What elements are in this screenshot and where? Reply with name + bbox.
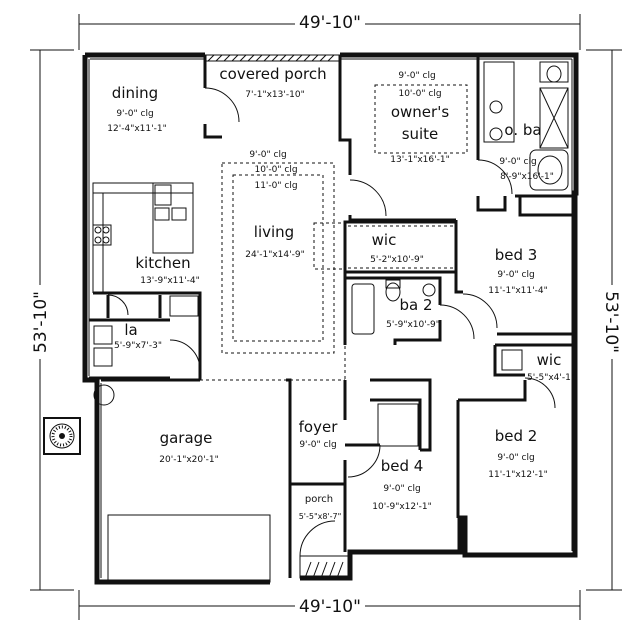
room-ceiling: 9'-0" clg xyxy=(497,453,534,463)
room-ceiling: 9'-0" clg xyxy=(398,71,435,81)
room-dining: dining 9'-0" clg 12'-4"x11'-1" xyxy=(107,84,166,134)
room-ceiling: 9'-0" clg xyxy=(249,150,286,160)
dimension-top: 49'-10" xyxy=(299,13,361,33)
room-size: 11'-1"x12'-1" xyxy=(488,470,547,480)
room-size: 5'-9"x10'-9" xyxy=(386,320,440,330)
room-ceiling: 9'-0" clg xyxy=(299,440,336,450)
room-ceiling: 9'-0" clg xyxy=(116,109,153,119)
room-size: 20'-1"x20'-1" xyxy=(159,455,218,465)
room-name: dining xyxy=(112,84,158,102)
ac-unit-icon xyxy=(43,417,81,455)
room-garage: garage 20'-1"x20'-1" xyxy=(159,429,218,465)
room-name: bed 3 xyxy=(495,246,538,264)
room-size: 5'-5"x4'-1" xyxy=(527,373,575,383)
room-name: ba 2 xyxy=(399,296,432,314)
room-size: 8'-9"x16'-1" xyxy=(500,172,554,182)
room-size: 11'-1"x11'-4" xyxy=(488,286,547,296)
room-name: la xyxy=(124,321,137,339)
room-name: garage xyxy=(160,429,213,447)
room-owner-wic: wic 5'-2"x10'-9" xyxy=(370,231,424,265)
room-name: bed 2 xyxy=(495,427,538,445)
room-size: 7'-1"x13'-10" xyxy=(245,90,304,100)
room-name: suite xyxy=(402,125,439,143)
room-kitchen: kitchen 13'-9"x11'-4" xyxy=(135,254,199,286)
room-name: bed 4 xyxy=(381,457,424,475)
room-laundry: la 5'-9"x7'-3" xyxy=(114,321,162,351)
room-porch: porch 5'-5"x8'-7" xyxy=(299,494,342,521)
room-owners-suite: 9'-0" clg 10'-0" clg owner's suite 13'-1… xyxy=(374,71,468,165)
water-heater-icon xyxy=(93,384,115,406)
room-size: 13'-9"x11'-4" xyxy=(140,276,199,286)
room-size: 5'-2"x10'-9" xyxy=(370,255,424,265)
interior-walls xyxy=(89,55,576,583)
room-ceiling: 9'-0" clg xyxy=(499,157,536,167)
room-bed-4: bed 4 9'-0" clg 10'-9"x12'-1" xyxy=(372,457,431,512)
room-ceiling: 9'-0" clg xyxy=(497,270,534,280)
room-size: 13'-1"x16'-1" xyxy=(390,155,449,165)
room-name: wic xyxy=(372,231,397,249)
room-name: o. ba xyxy=(504,121,541,139)
room-name: owner's xyxy=(391,103,449,121)
room-name: covered porch xyxy=(219,65,326,83)
room-foyer: foyer 9'-0" clg xyxy=(299,418,339,450)
dimension-bottom: 49'-10" xyxy=(299,597,361,617)
room-bed-3: bed 3 9'-0" clg 11'-1"x11'-4" xyxy=(488,246,547,296)
room-size: 12'-4"x11'-1" xyxy=(107,124,166,134)
room-name: porch xyxy=(305,494,333,505)
room-size: 24'-1"x14'-9" xyxy=(245,250,304,260)
dimension-left: 53'-10" xyxy=(31,291,51,353)
covered-porch-hatch xyxy=(204,54,341,62)
room-name: living xyxy=(254,223,294,241)
room-living: 9'-0" clg 10'-0" clg 11'-0" clg living 2… xyxy=(245,150,304,260)
room-owners-bath: o. ba 9'-0" clg 8'-9"x16'-1" xyxy=(499,121,554,182)
room-name: kitchen xyxy=(135,254,190,272)
room-size: 10'-9"x12'-1" xyxy=(372,502,431,512)
room-bed-2: bed 2 9'-0" clg 11'-1"x12'-1" xyxy=(488,427,547,480)
room-name: wic xyxy=(537,351,562,369)
room-bed-2-wic: wic 5'-5"x4'-1" xyxy=(527,351,575,383)
room-ceiling: 9'-0" clg xyxy=(383,484,420,494)
room-name: foyer xyxy=(299,418,339,436)
room-bath-2: ba 2 5'-9"x10'-9" xyxy=(386,296,440,330)
room-ceiling: 11'-0" clg xyxy=(254,181,297,191)
room-ceiling: 10'-0" clg xyxy=(398,89,441,99)
room-covered-porch: covered porch 7'-1"x13'-10" xyxy=(219,65,326,100)
dimension-lines xyxy=(30,14,622,620)
room-ceiling: 10'-0" clg xyxy=(254,165,297,175)
room-size: 5'-9"x7'-3" xyxy=(114,341,162,351)
dimension-right: 53'-10" xyxy=(601,291,621,353)
room-size: 5'-5"x8'-7" xyxy=(299,512,342,521)
